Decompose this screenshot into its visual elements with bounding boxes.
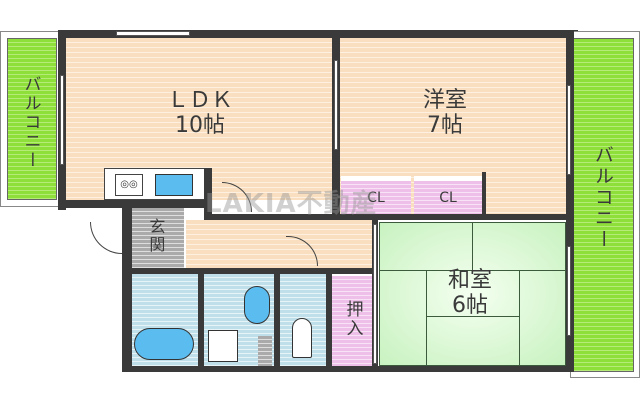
closet-1-label: CL [367,190,385,206]
hallway [186,220,372,268]
ldk-label: ＬＤＫ 10帖 [150,88,250,139]
door-sliding-japanese [373,224,377,364]
washing-machine-pan [208,330,238,362]
tatami-line-v2 [426,270,427,366]
window-top-ldk [116,31,190,36]
western-size: 7帖 [427,113,463,139]
balcony-left [7,38,57,200]
japanese-label: 和室 6帖 [425,268,515,319]
western-name: 洋室 [422,88,467,113]
oshiire-label: 押入 [342,300,363,338]
closet-2-label: CL [439,190,457,206]
japanese-name: 和室 [447,268,492,293]
tatami-line-v1 [472,222,473,270]
closet-2 [414,176,482,216]
door-sliding-ldk-western [334,60,338,150]
front-door[interactable] [90,222,122,254]
window-ldk-balcony [60,75,64,165]
wall-closet-right [482,172,486,218]
outer-wall-bottom [122,366,574,372]
wall-hall-bottom [122,268,374,274]
wall-bath-right [198,274,204,368]
tatami-line-v3 [519,270,520,366]
japanese-size: 6帖 [452,293,488,319]
balcony-left-label: バルコニー [20,75,41,170]
sink-icon [155,174,193,196]
wall-washroom-right [274,274,280,368]
watermark: LAKIA不動産 [205,189,378,219]
window-japanese-balcony [567,246,571,336]
bathtub-icon [134,328,194,360]
wall-kitchen-end [204,168,212,220]
room-oshiire [332,276,372,366]
ldk-size: 10帖 [175,113,225,139]
room-entrance [132,208,184,268]
stove-icon: ◎◎ [115,174,143,196]
closet-1 [341,176,411,216]
storage-shelf [258,336,272,366]
tatami-line-h1 [379,270,566,271]
tatami-line-h2 [426,316,519,317]
outer-wall-top [58,30,578,38]
ldk-name: ＬＤＫ [166,88,233,113]
wall-western-right [566,30,574,372]
entrance-label: 玄関 [146,218,166,254]
wall-ldk-bottom [58,200,206,208]
washbasin-icon [244,286,270,324]
wall-western-bottom [332,214,574,220]
wall-entrance-left [122,206,132,372]
toilet-icon [292,318,312,358]
wall-hall-top [206,214,336,220]
balcony-right-label: バルコニー [591,145,614,250]
wall-toilet-right [326,274,332,368]
western-label: 洋室 7帖 [400,88,490,139]
window-western-balcony [567,85,571,175]
